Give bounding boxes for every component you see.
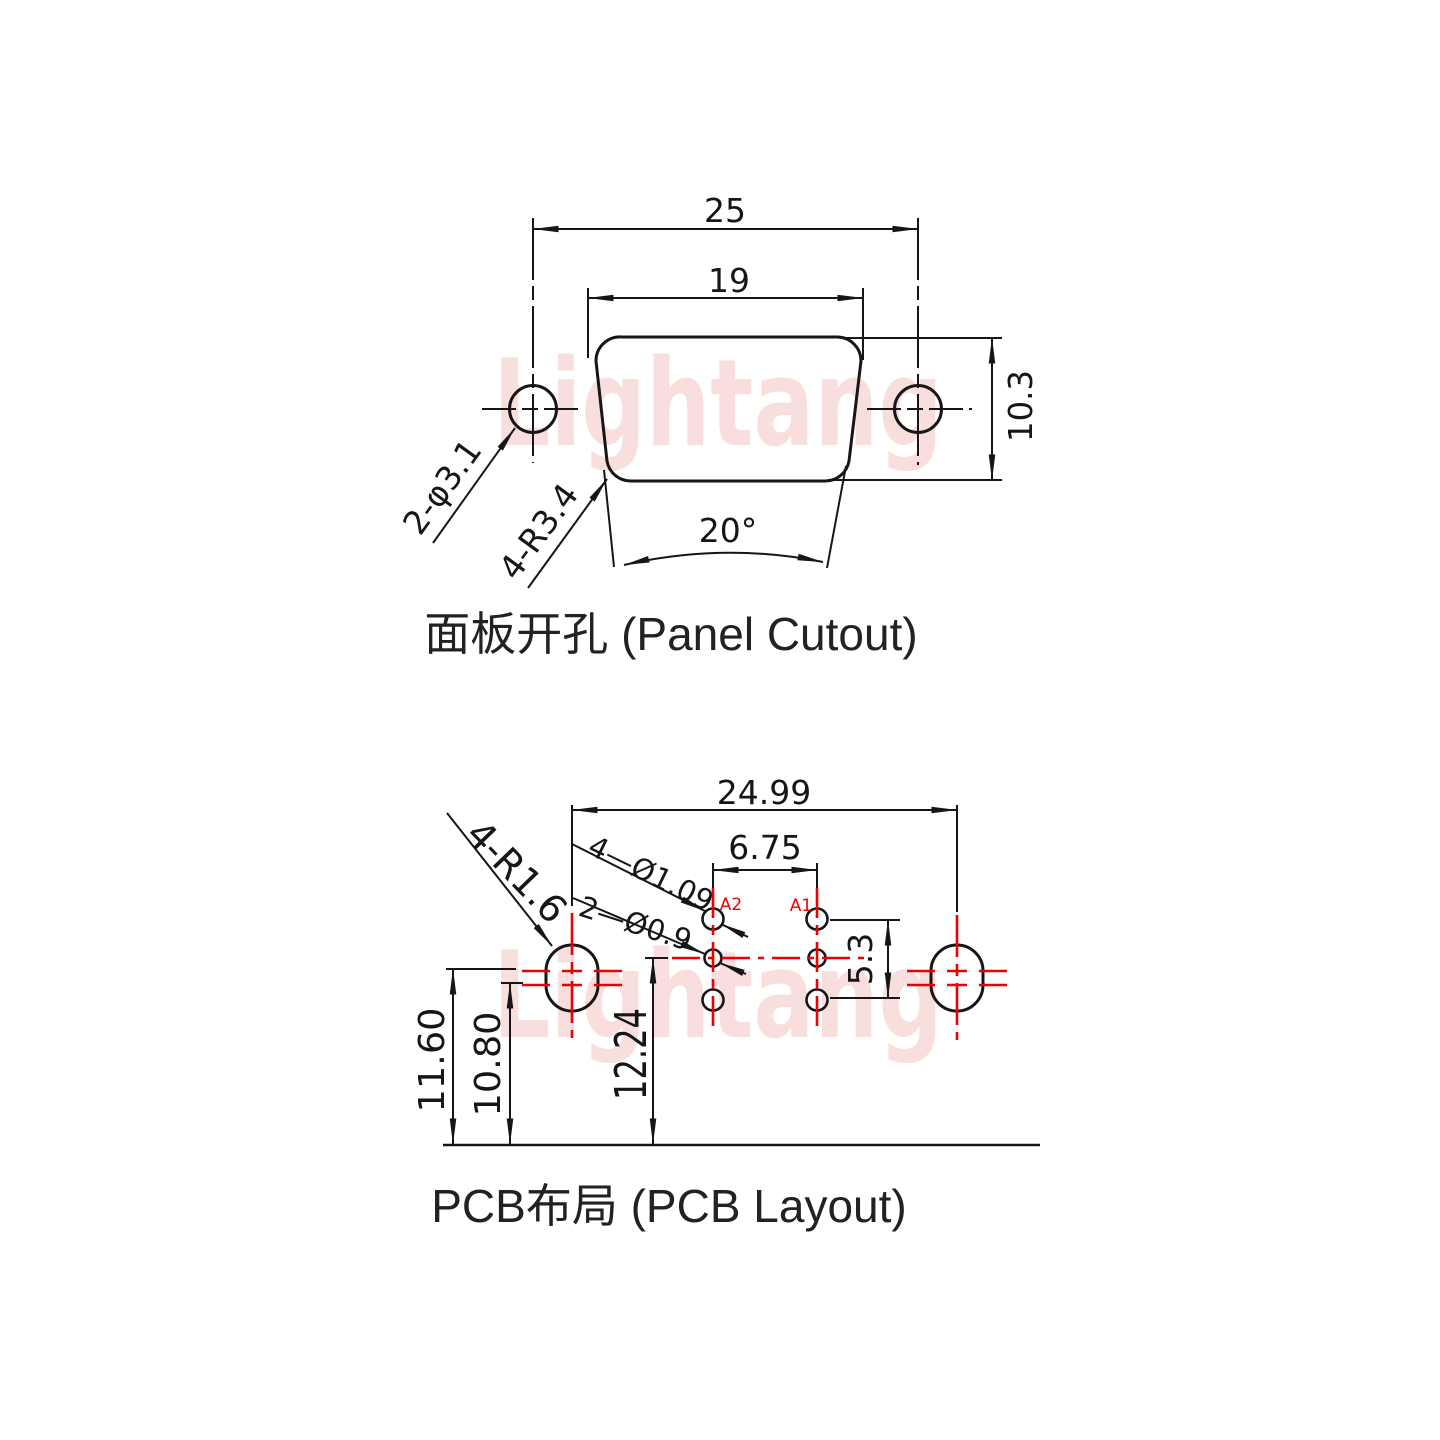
leader-r34 — [527, 478, 608, 589]
dim-24-99: 24.99 — [717, 773, 811, 812]
dim-6-75: 6.75 — [728, 828, 801, 867]
angle-ext-right — [826, 465, 847, 569]
panel-cutout-title: 面板开孔 (Panel Cutout) — [424, 608, 917, 660]
label-2-phi3-1: 2-φ3.1 — [395, 432, 490, 542]
leader-d09-tail — [719, 962, 747, 976]
watermark-text: Lightang — [493, 335, 943, 474]
pcb-layout-drawing — [443, 805, 1040, 1147]
dim-25: 25 — [704, 191, 746, 230]
leader-d09 — [572, 897, 706, 955]
leader-r16 — [446, 812, 553, 947]
pcb-layout-title: PCB布局 (PCB Layout) — [431, 1180, 906, 1232]
leader-d109-tail — [720, 923, 749, 939]
pin-label-a1: A1 — [790, 896, 812, 916]
angle-arc — [623, 551, 824, 566]
dim-20deg: 20° — [699, 511, 758, 550]
pcb-red-centerlines — [522, 888, 1007, 1040]
dim-11-60: 11.60 — [412, 1008, 453, 1113]
angle-ext-left — [603, 469, 615, 568]
label-4-r3-4: 4-R3.4 — [491, 476, 586, 587]
dsub-cutout-outline — [594, 335, 863, 483]
leader-phi31 — [432, 427, 516, 544]
leader-d109 — [571, 843, 706, 912]
dim-10-80: 10.80 — [468, 1012, 509, 1117]
dim-12-24: 12.24 — [606, 1008, 657, 1100]
dim-19: 19 — [708, 261, 750, 300]
watermark-top: Lightang — [493, 335, 943, 474]
label-4-r16: 4-R1.6 — [458, 812, 576, 932]
panel-cutout-drawing — [432, 218, 1002, 589]
dim-10-3: 10.3 — [1001, 370, 1040, 442]
dim-5-3: 5.3 — [841, 933, 880, 985]
pin-label-a2: A2 — [720, 895, 742, 915]
